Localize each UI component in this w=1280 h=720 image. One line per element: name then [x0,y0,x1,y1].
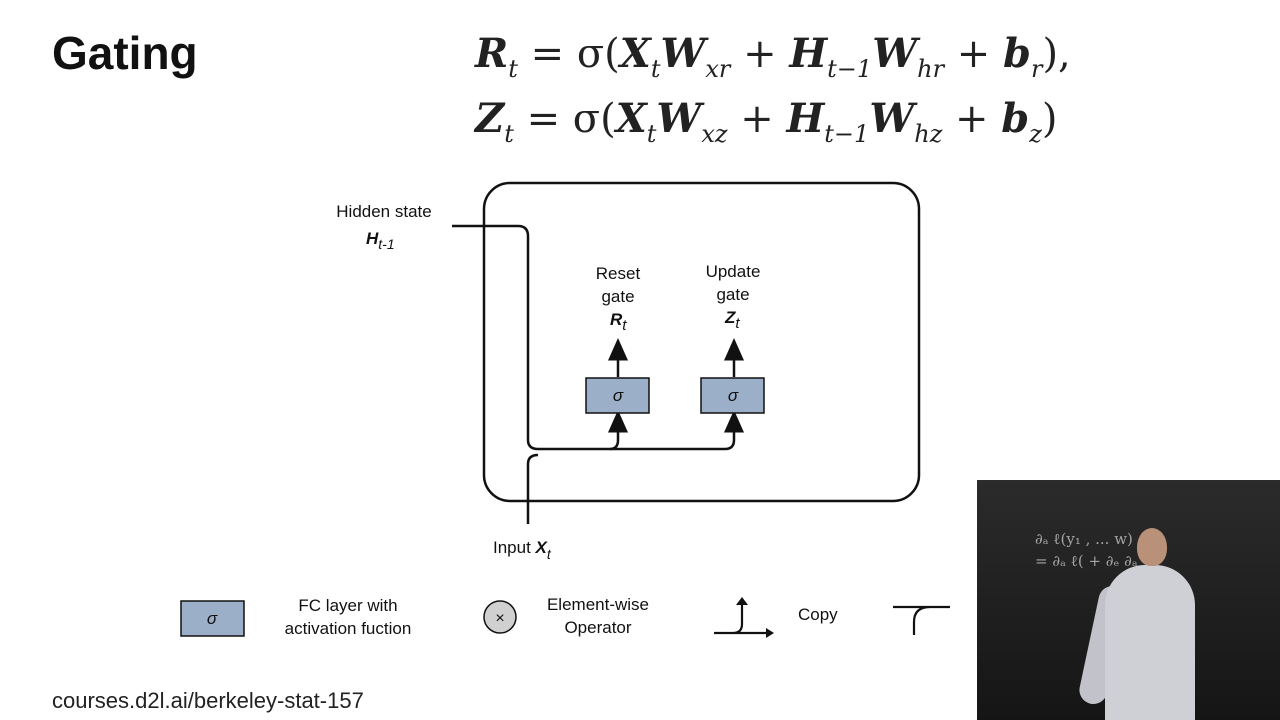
chalk-line-2: = ∂ₐ ℓ( + ∂ₑ ∂ₐ [1035,552,1138,570]
hidden-state-symbol: Ht-1 [366,229,395,252]
input-line [526,453,539,524]
legend-copy-label: Copy [798,605,838,624]
legend: σ FC layer with activation fuction × Ele… [180,595,950,638]
legend-fc-box [180,600,245,637]
reset-input-arrow [608,410,628,451]
legend-fc-sigma: σ [207,609,218,628]
svg-text:Zt = σ(XtWxz + Ht−1Whz + bz): Zt = σ(XtWxz + Ht−1Whz + bz) [473,95,1058,148]
course-url: courses.d2l.ai/berkeley-stat-157 [52,688,364,713]
eq2-lhs: Z [473,95,506,142]
reset-gate-box [585,377,650,414]
reset-gate-symbol: Rt [610,310,627,334]
gru-gate-diagram: σ σ Hidden state Ht-1 Reset gate Rt Upda… [336,181,921,562]
reset-gate-sigma: σ [613,386,624,405]
legend-copy-arrow-up [736,597,748,605]
reset-gate-label-1: Reset [596,264,641,283]
eq1-lhs: R [474,30,508,77]
lecturer-body [1105,565,1195,720]
input-label: Input Xt [493,538,552,562]
update-gate-sigma: σ [728,386,739,405]
update-gate-label-2: gate [716,285,749,304]
update-gate-box [700,377,765,414]
reset-gate-label-2: gate [601,287,634,306]
legend-fc-label-2: activation fuction [285,619,412,638]
slide-title: Gating [52,27,198,79]
legend-fc-label-1: FC layer with [298,596,397,615]
chalk-writing: ∂ₐ ℓ(y₁ , ... w) = ∂ₐ ℓ( + ∂ₑ ∂ₐ [1035,528,1255,572]
hidden-state-line [452,224,744,451]
chalk-line-1: ∂ₐ ℓ(y₁ , ... w) [1035,530,1133,548]
update-gate-label-1: Update [706,262,761,281]
hidden-state-label: Hidden state [336,202,431,221]
update-gate-symbol: Zt [724,308,740,332]
lecturer-video: ∂ₐ ℓ(y₁ , ... w) = ∂ₐ ℓ( + ∂ₑ ∂ₐ [977,480,1280,720]
legend-copy-icon [714,602,770,635]
legend-op-label-1: Element-wise [547,595,649,614]
legend-op-circle [483,600,517,634]
legend-op-symbol: × [495,610,504,627]
legend-op-label-2: Operator [564,618,631,637]
legend-concat-icon [893,605,950,635]
lecturer-head [1137,528,1167,566]
svg-text:Rt = σ(XtWxr + Ht−1Whr + br),: Rt = σ(XtWxr + Ht−1Whr + br), [474,30,1071,83]
cell-boundary [482,181,921,503]
equation-reset-gate: Rt = σ(XtWxr + Ht−1Whr + br), [474,30,1071,83]
legend-copy-arrow-right [766,628,774,638]
equation-update-gate: Zt = σ(XtWxz + Ht−1Whz + bz) [473,95,1058,148]
